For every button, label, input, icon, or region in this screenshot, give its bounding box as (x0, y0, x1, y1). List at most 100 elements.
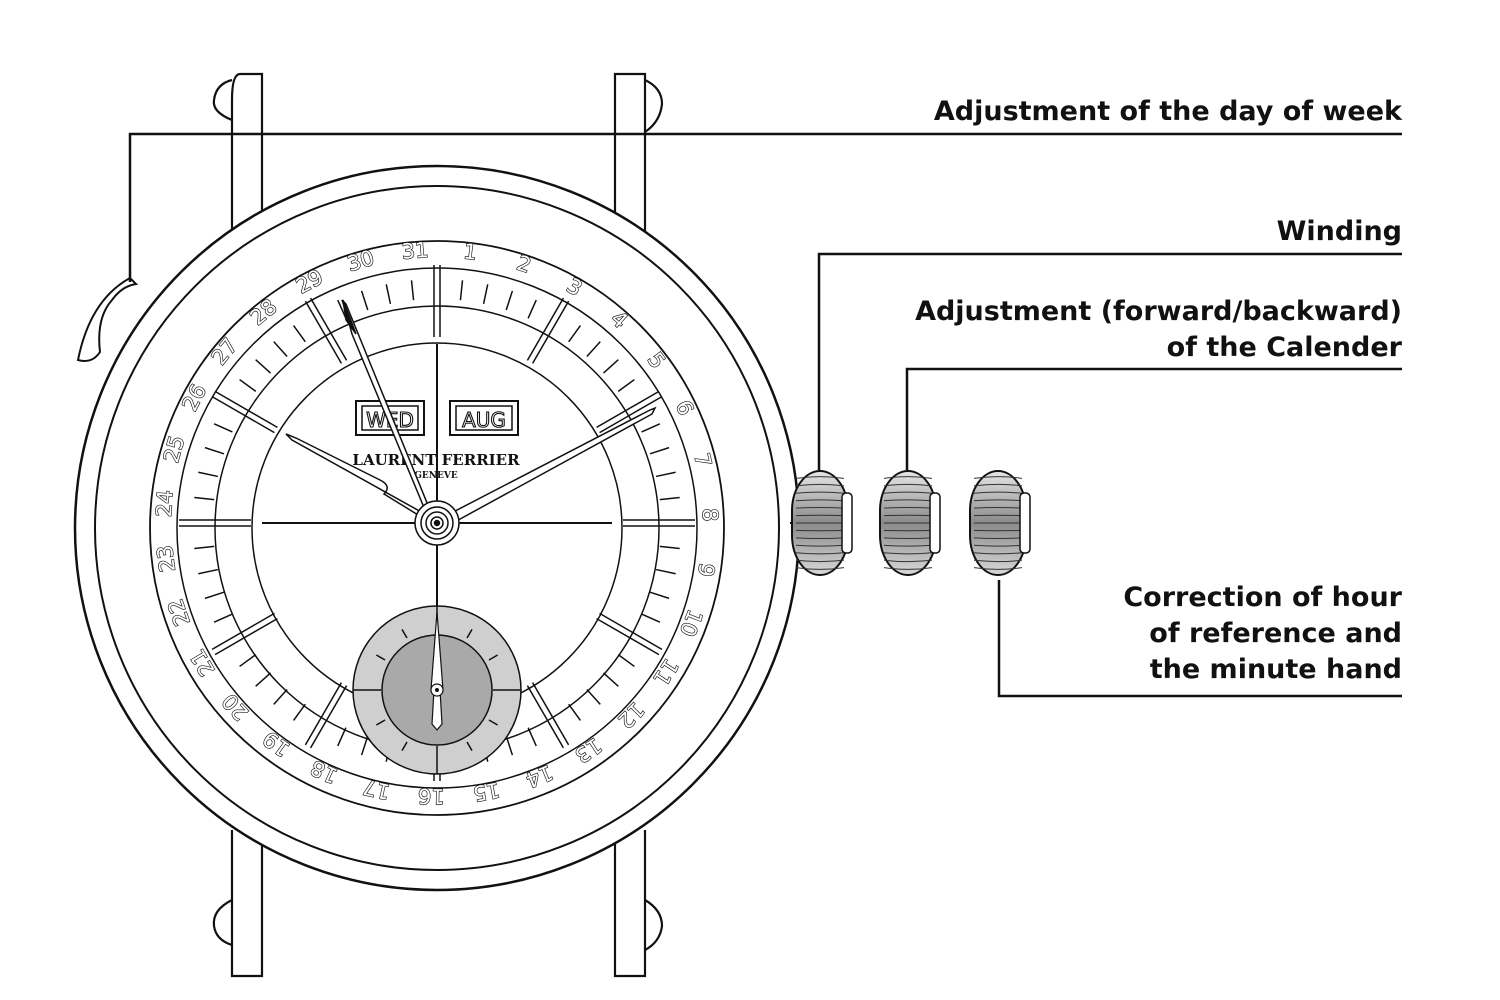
day-of-week-pusher[interactable] (76, 276, 139, 362)
minute-tick (482, 284, 489, 305)
minute-tick (255, 672, 272, 687)
minute-tick (360, 735, 369, 756)
crown-knurl (883, 483, 933, 487)
subdial-tick (466, 741, 473, 751)
minute-tick (527, 299, 537, 319)
crown-knurl (973, 552, 1023, 555)
label-correction-line2: of reference and (1149, 618, 1402, 649)
minute-tick (360, 290, 369, 311)
hour-marker (526, 297, 565, 361)
minute-tick (273, 688, 288, 705)
hour-marker (214, 617, 278, 656)
minute-tick (586, 688, 601, 705)
lugs (212, 72, 664, 978)
minute-tick (659, 545, 680, 550)
minute-tick (602, 672, 619, 687)
minute-tick (204, 446, 225, 455)
brand-city: GENEVE (414, 471, 458, 481)
lug-bottom-left (230, 830, 264, 978)
crown-knurl (883, 476, 933, 479)
crown-knurl (795, 537, 845, 539)
minute-tick (255, 359, 272, 374)
lug-top-left (230, 72, 264, 232)
minute-tick (505, 290, 514, 311)
minute-tick (385, 284, 392, 305)
crown-knurl (795, 552, 845, 555)
crown-knurl (795, 476, 845, 479)
crown-knurl (883, 507, 933, 509)
crown-knurl (883, 537, 933, 539)
minute-tick (292, 703, 306, 721)
hour-marker (596, 390, 660, 429)
hour-marker (304, 300, 343, 364)
hour-hand (285, 433, 438, 529)
crown-cap (841, 492, 853, 554)
subdial-tick (401, 741, 408, 751)
minute-tick (659, 496, 680, 501)
minute-tick (239, 654, 257, 668)
leader-calendar (905, 367, 1402, 470)
crown-cap (1019, 492, 1031, 554)
minute-tick (505, 735, 514, 756)
subdial-tick (376, 654, 386, 661)
minute-tick (213, 423, 233, 433)
minute-tick (273, 341, 288, 358)
lug-top-left-tip (212, 78, 233, 122)
date-number: 17 (361, 775, 392, 804)
crown-knurl (883, 559, 933, 563)
minute-tick (649, 446, 670, 455)
crown-position-2[interactable] (879, 470, 941, 576)
lug-top-right (613, 72, 647, 232)
crown-knurl (795, 559, 845, 563)
crown-knurl (795, 544, 845, 547)
hour-marker (304, 682, 343, 746)
label-calendar-line1: Adjustment (forward/backward) (915, 296, 1402, 327)
label-correction-line3: the minute hand (1149, 654, 1402, 685)
date-number: 9 (693, 561, 719, 578)
small-seconds-subdial (352, 605, 522, 775)
subdial-tick (488, 654, 498, 661)
hour-marker (599, 395, 663, 434)
label-calendar-line2: of the Calender (1166, 332, 1402, 363)
crown-knurl (973, 491, 1023, 494)
hour-marker (596, 617, 660, 656)
lug-bottom-left-tip (212, 899, 233, 947)
hour-marker (211, 612, 275, 651)
label-winding: Winding (1277, 214, 1402, 250)
crown-knurl (973, 483, 1023, 487)
crown-knurl (973, 559, 1023, 563)
leader-winding (817, 252, 1402, 470)
crown-knurl (973, 544, 1023, 547)
minute-tick (617, 378, 635, 392)
leader-lines (128, 132, 1402, 698)
label-day-of-week: Adjustment of the day of week (934, 94, 1402, 130)
crown-position-3[interactable] (969, 470, 1031, 576)
crown-knurl (973, 476, 1023, 479)
subdial-tick (401, 629, 408, 639)
crown-position-1[interactable] (791, 470, 853, 576)
date-number: 31 (401, 238, 430, 264)
date-number: 15 (471, 777, 502, 805)
minute-tick (194, 545, 215, 550)
lug-bottom-right-tip (644, 899, 664, 951)
minute-tick (617, 654, 635, 668)
crown-knurl (883, 491, 933, 494)
minute-tick (459, 280, 464, 301)
leader-day-of-week (128, 132, 1402, 282)
label-day-of-week-text: Adjustment of the day of week (933, 96, 1402, 127)
crown-knurl (883, 499, 933, 502)
brand-name: LAURENT FERRIER (352, 451, 520, 469)
minute-tick (292, 325, 306, 343)
date-number: 23 (153, 544, 180, 574)
minute-tick (641, 423, 661, 433)
subdial-tick (466, 629, 473, 639)
minute-tick (198, 471, 219, 478)
minute-tick (213, 613, 233, 623)
hour-marker (214, 390, 278, 429)
label-calendar: Adjustment (forward/backward) of the Cal… (915, 294, 1402, 366)
hour-marker (531, 682, 570, 746)
minute-tick (655, 568, 676, 575)
crown-knurl (795, 507, 845, 509)
crown-knurl (883, 552, 933, 555)
minute-tick (527, 727, 537, 747)
